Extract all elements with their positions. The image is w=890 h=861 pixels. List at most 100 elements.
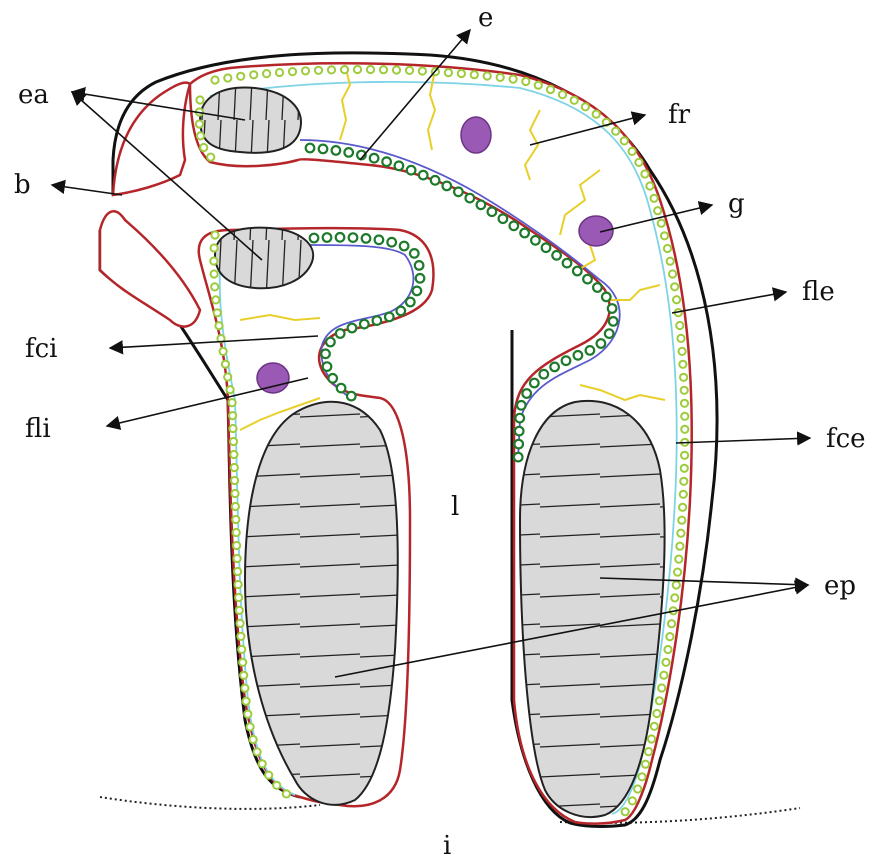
label-fce: fce — [826, 424, 866, 454]
cell — [488, 207, 497, 216]
cell — [571, 97, 578, 104]
cell — [634, 785, 641, 792]
cell — [211, 231, 218, 238]
cell — [323, 362, 332, 371]
cell — [407, 166, 416, 175]
anterior-organ-bottom — [215, 228, 313, 289]
cell — [675, 556, 682, 563]
cell — [380, 66, 387, 73]
cell — [237, 620, 244, 627]
cell — [289, 68, 296, 75]
cell — [431, 176, 440, 185]
cell — [239, 659, 246, 666]
cell — [517, 401, 526, 410]
cell — [582, 103, 589, 110]
cell — [354, 66, 361, 73]
cell — [669, 270, 676, 277]
cell — [306, 144, 315, 153]
cell — [240, 672, 247, 679]
cell — [445, 69, 452, 76]
cell — [397, 307, 406, 316]
cell — [471, 71, 478, 78]
cell — [215, 322, 222, 329]
cell — [680, 478, 687, 485]
cell — [608, 304, 617, 313]
cell — [419, 171, 428, 180]
cell — [230, 438, 237, 445]
cell — [229, 425, 236, 432]
cell — [674, 569, 681, 576]
cell — [415, 261, 424, 270]
cell — [227, 386, 234, 393]
cell — [622, 808, 629, 815]
cell — [515, 414, 524, 423]
cell — [612, 128, 619, 135]
cell — [233, 529, 240, 536]
cell — [349, 233, 358, 242]
cell — [563, 259, 572, 268]
cell — [605, 329, 614, 338]
cell — [419, 67, 426, 74]
cell — [668, 620, 675, 627]
cell — [443, 182, 452, 191]
cell — [196, 120, 203, 127]
cell — [211, 76, 218, 83]
cell — [211, 244, 218, 251]
cell — [235, 594, 242, 601]
cell — [484, 72, 491, 79]
cell — [337, 384, 346, 393]
nucleus-upper — [461, 117, 491, 153]
cell — [370, 154, 379, 163]
cell — [677, 335, 684, 342]
cell — [514, 440, 523, 449]
cell — [651, 723, 658, 730]
cell — [661, 232, 668, 239]
ground-line — [100, 797, 320, 809]
cell — [673, 296, 680, 303]
cell — [667, 258, 674, 265]
cell — [509, 76, 516, 83]
cell — [681, 452, 688, 459]
cell — [231, 477, 238, 484]
cell — [373, 316, 382, 325]
cell — [236, 607, 243, 614]
cell — [230, 451, 237, 458]
cell — [229, 399, 236, 406]
cell — [232, 516, 239, 523]
cell — [233, 542, 240, 549]
cell — [540, 370, 549, 379]
cell — [522, 389, 531, 398]
cell — [497, 74, 504, 81]
cell — [664, 646, 671, 653]
cell — [328, 66, 335, 73]
cell — [247, 723, 254, 730]
cell — [211, 283, 218, 290]
lower-lip — [100, 211, 200, 326]
cell — [679, 504, 686, 511]
cell — [393, 66, 400, 73]
cell — [367, 66, 374, 73]
cell — [656, 697, 663, 704]
cell — [416, 274, 425, 283]
cell — [676, 322, 683, 329]
cell — [250, 71, 257, 78]
cell — [321, 350, 330, 359]
cell — [673, 581, 680, 588]
cell — [547, 86, 554, 93]
cell — [234, 555, 241, 562]
cell — [531, 236, 540, 245]
cell — [211, 270, 218, 277]
cell — [646, 182, 653, 189]
cell — [679, 348, 686, 355]
cell — [651, 195, 658, 202]
cell — [265, 772, 272, 779]
cell — [499, 214, 508, 223]
cell — [323, 233, 332, 242]
cell — [573, 267, 582, 276]
cell — [458, 70, 465, 77]
cell — [666, 633, 673, 640]
cell — [400, 242, 409, 251]
cell — [238, 646, 245, 653]
